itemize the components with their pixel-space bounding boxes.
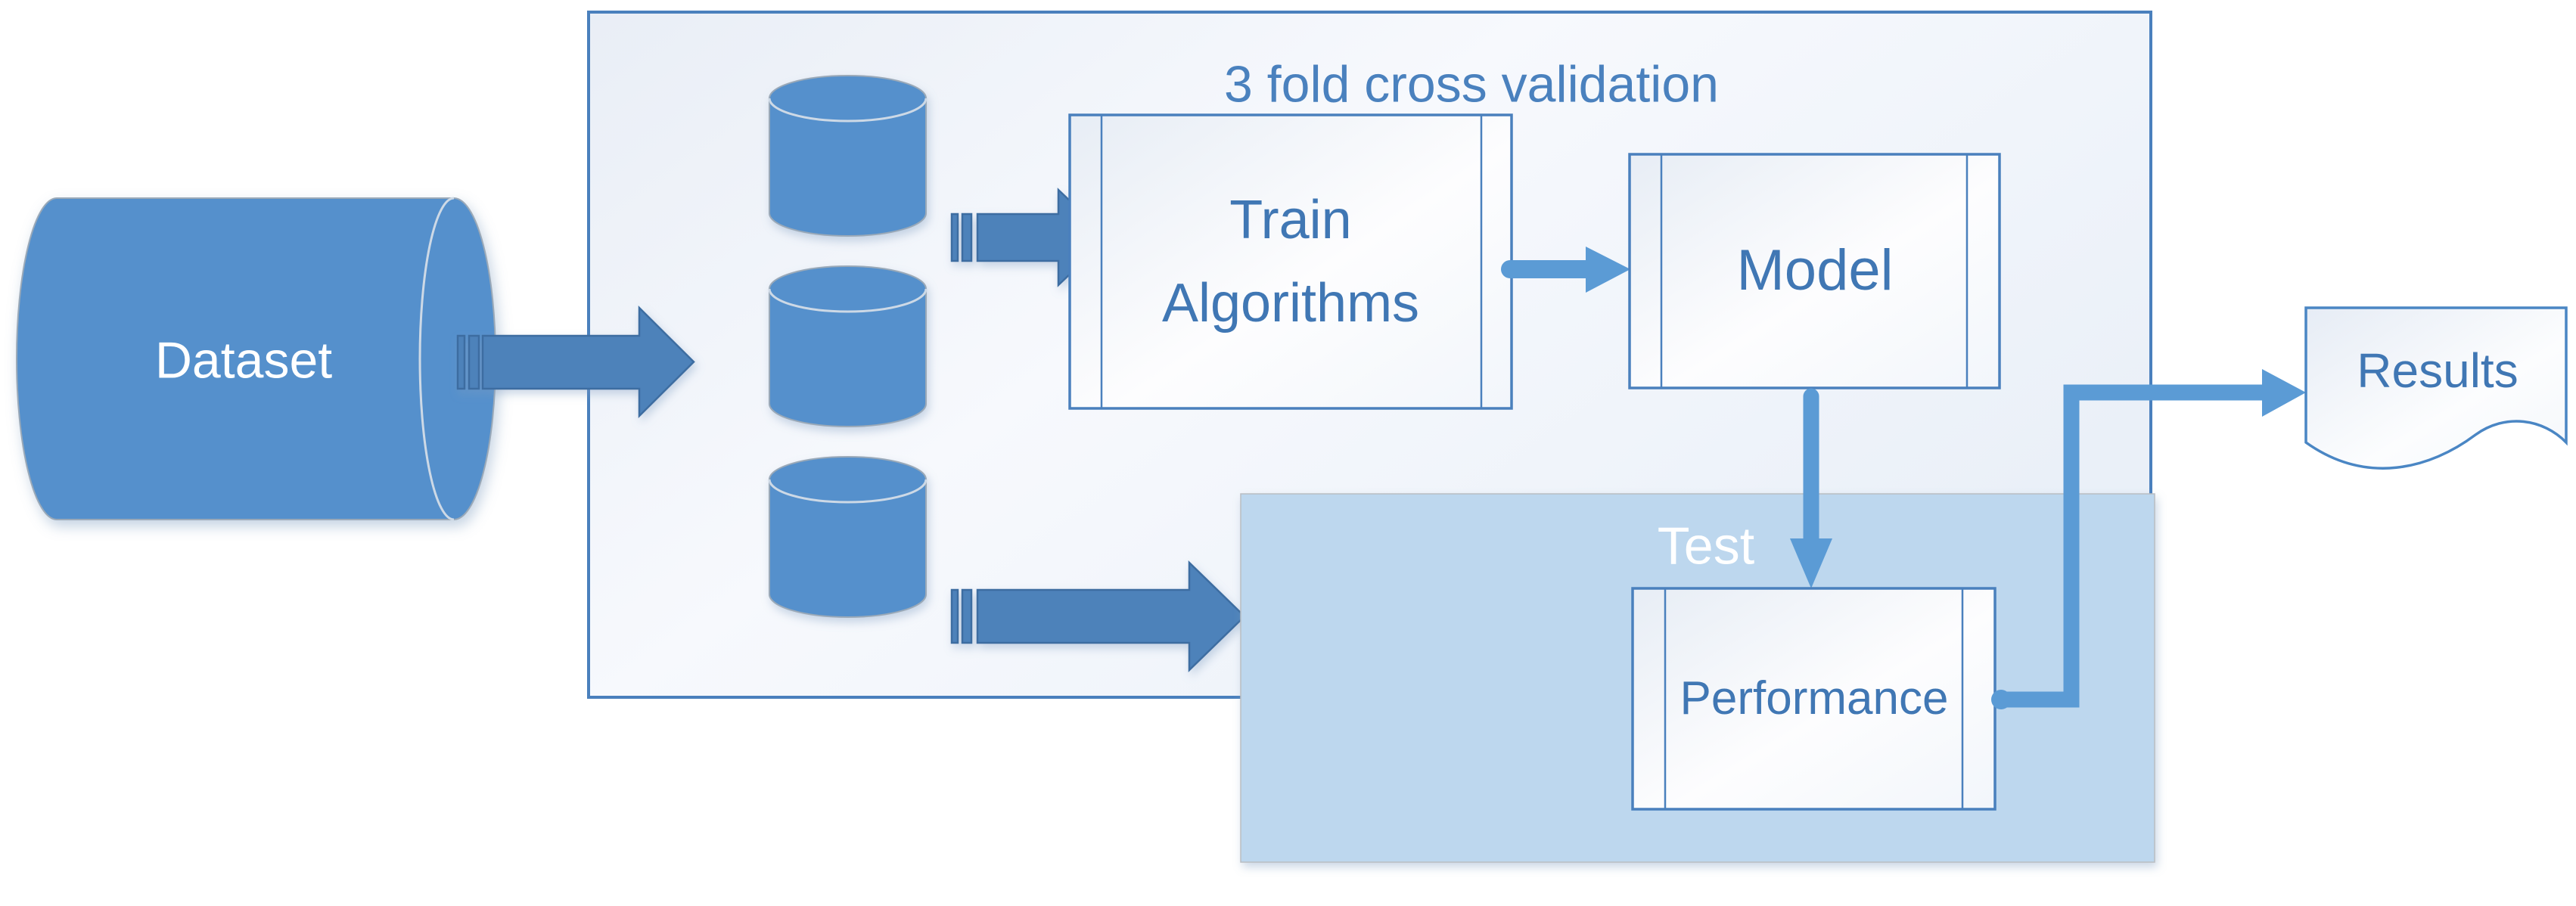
- test-region-label: Test: [1657, 516, 1755, 576]
- train-label-line2: Algorithms: [1161, 273, 1420, 334]
- results-document: [2304, 306, 2568, 470]
- dataset-label: Dataset: [154, 331, 333, 389]
- performance-label: Performance: [1680, 672, 1949, 724]
- train-algorithms-box: [1068, 113, 1513, 410]
- dataset-to-folds-arrow: [456, 305, 695, 419]
- model-to-performance-connector: [1790, 388, 1832, 588]
- train-algorithms-label: Train Algorithms: [1162, 178, 1419, 345]
- train-label-line1: Train: [1229, 190, 1352, 250]
- model-label: Model: [1736, 238, 1894, 303]
- train-to-model-arrow: [1501, 247, 1630, 293]
- fold-cylinder-3: [768, 456, 928, 618]
- cross-validation-title: 3 fold cross validation: [1224, 55, 1719, 113]
- fold-cylinder-1: [768, 75, 928, 237]
- performance-box: [1631, 587, 1996, 811]
- fold-cylinder-2: [768, 265, 928, 427]
- dataset-cylinder: [16, 197, 496, 521]
- results-label: Results: [2357, 343, 2519, 398]
- performance-to-results-connector: [1991, 369, 2306, 709]
- model-box: [1628, 153, 2001, 389]
- folds-to-test-arrow: [950, 560, 1246, 672]
